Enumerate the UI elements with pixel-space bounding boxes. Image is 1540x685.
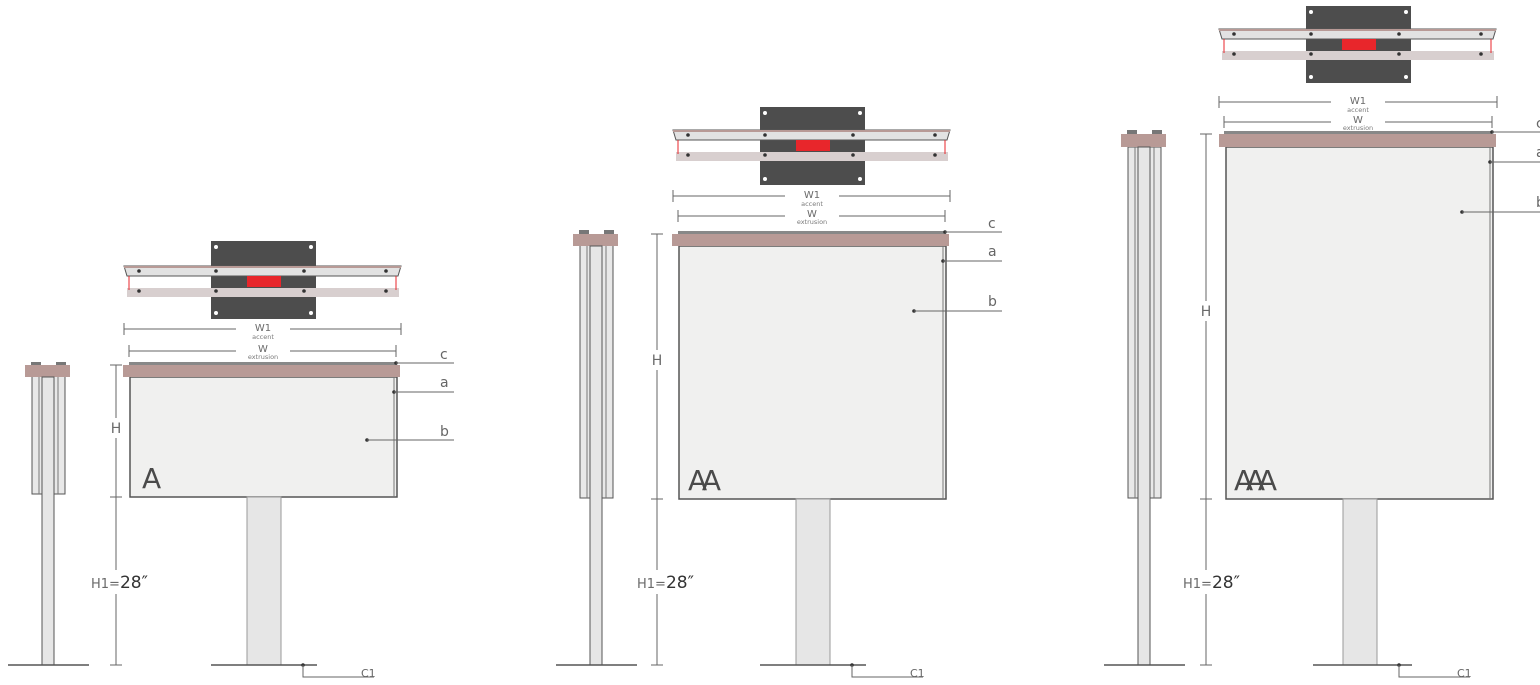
height-dimensions-a: H H1=28″ [88,364,168,666]
front-elevation-aa: AA [672,231,949,666]
h1-value: 28″ [1212,573,1240,593]
w1-sub-label: accent [801,200,823,208]
h1-prefix: H1= [637,577,666,592]
callout-a: a [988,244,997,260]
front-elevation-aaa: AAA [1219,131,1496,666]
width-dimensions-aa: W1 accent W extrusion [672,189,951,226]
variant-a: W1 accent W extrusion A c a [8,241,454,680]
plan-view-a [123,241,402,319]
w1-sub-label: accent [252,333,274,341]
post [246,496,282,666]
svg-text:H1=28″: H1=28″ [637,573,694,593]
w-label: W [258,344,268,355]
w-sub-label: extrusion [248,353,278,361]
width-dimensions-a: W1 accent W extrusion [123,322,402,361]
marker-red [796,140,830,151]
callout-c: c [1536,116,1540,132]
callouts-aaa: c a b C1 [1397,116,1540,680]
side-post [1137,146,1151,666]
marker-red [1342,39,1376,50]
h1-value: 28″ [120,573,148,593]
svg-text:H1=28″: H1=28″ [1183,573,1240,593]
h1-value: 28″ [666,573,694,593]
extrusion-profile [127,288,399,297]
post [795,498,831,666]
w-label: W [807,209,817,220]
plan-view-aaa [1218,6,1497,83]
extrusion-profile [1222,51,1494,60]
h-label: H [652,353,663,369]
side-post [41,376,55,666]
height-dimensions-aaa: H H1=28″ [1180,133,1260,666]
h-label: H [1201,304,1212,320]
w1-label: W1 [1350,96,1366,107]
h1-prefix: H1= [1183,577,1212,592]
callout-a: a [1536,145,1540,161]
callout-b: b [1536,195,1540,211]
accent-cap [672,234,949,246]
variant-name: A [142,462,161,495]
height-dimensions-aa: H H1=28″ [634,233,714,666]
callout-b: b [988,294,997,310]
side-view-aa [556,230,637,666]
accent-cap [1219,134,1496,147]
width-dimensions-aaa: W1 accent W extrusion [1218,95,1498,132]
callout-c1: C1 [1457,667,1472,680]
front-elevation-a: A [123,362,400,666]
callout-c: c [440,347,448,363]
side-accent [1121,134,1166,147]
callouts-aa: c a b C1 [850,216,1002,680]
side-accent [25,365,70,377]
side-accent [573,234,618,246]
w1-label: W1 [804,190,820,201]
sign-panel [678,245,947,500]
sign-panel [1225,146,1494,500]
post [1342,498,1378,666]
side-post [589,245,603,666]
extrusion-profile [676,152,948,161]
sign-panel [129,376,398,498]
side-view-a [8,362,89,666]
marker-red [247,276,281,287]
callouts-a: c a b C1 [301,347,454,680]
h1-prefix: H1= [91,577,120,592]
variant-aa: W1 accent W extrusion AA c a [556,107,1002,680]
extrusion-top [678,231,946,234]
callout-a: a [440,375,449,391]
h-label: H [111,421,122,437]
plan-view-aa [672,107,951,185]
extrusion-top [1224,131,1492,134]
w-sub-label: extrusion [1343,124,1373,132]
callout-c1: C1 [361,667,376,680]
w-label: W [1353,115,1363,126]
callout-b: b [440,424,449,440]
w1-sub-label: accent [1347,106,1369,114]
variant-aaa: W1 accent W extrusion AAA c a [1104,6,1540,680]
callout-c: c [988,216,996,232]
w-sub-label: extrusion [797,218,827,226]
extrusion-top [129,362,397,365]
side-view-aaa [1104,130,1185,666]
accent-cap [123,365,400,377]
callout-c1: C1 [910,667,925,680]
w1-label: W1 [255,323,271,334]
svg-text:H1=28″: H1=28″ [91,573,148,593]
